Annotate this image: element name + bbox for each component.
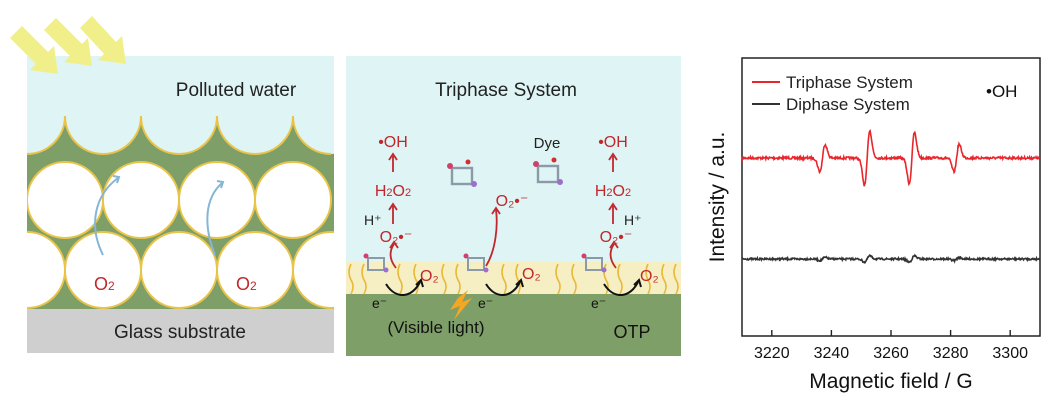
- otp-label: OTP: [613, 322, 650, 342]
- bubble: [292, 231, 340, 309]
- oh-annotation: •OH: [986, 82, 1017, 101]
- dye-label: Dye: [534, 135, 561, 152]
- bubble: [26, 161, 104, 239]
- adsorbed-dye-molecule-icon: [363, 253, 607, 273]
- o2-label-1: O₂: [420, 268, 439, 285]
- x-tick-label: 3220: [754, 345, 790, 362]
- otp-substrate: [346, 294, 681, 356]
- x-axis-label: Magnetic field / G: [809, 370, 972, 393]
- o2-label-3: O₂: [640, 268, 659, 285]
- dye-molecule-icon: [447, 157, 563, 187]
- x-tick-label: 3300: [992, 345, 1028, 362]
- bubble: [64, 231, 142, 309]
- panel-bubble-substrate: Polluted water O2 O2 Glass substrate: [0, 16, 340, 353]
- electron-transfer-arrows: [385, 278, 642, 296]
- triphase-title: Triphase System: [435, 80, 577, 101]
- o2-label-left: O2: [94, 274, 115, 294]
- series-line-diphase: [741, 253, 1041, 264]
- series-layer: [741, 128, 1041, 264]
- bubble: [102, 161, 180, 239]
- h2o2-right: H2O2: [595, 183, 631, 200]
- o2-label-right: O2: [236, 274, 257, 294]
- bubble: [254, 161, 332, 239]
- series-line-triphase: [741, 128, 1041, 187]
- superoxide-middle: O₂•⁻: [496, 193, 529, 210]
- polluted-water-label: Polluted water: [176, 80, 297, 101]
- bubble: [140, 231, 218, 309]
- x-tick-label: 3280: [933, 345, 969, 362]
- x-tick-label: 3240: [814, 345, 850, 362]
- electron-label-3: e⁻: [591, 295, 606, 311]
- o2-label-2: O₂: [522, 266, 541, 283]
- gas-flow-arrows: [94, 175, 225, 256]
- hplus-left: H⁺: [364, 212, 382, 228]
- electron-label-2: e⁻: [478, 295, 493, 311]
- sunlight-icon: [10, 16, 126, 74]
- visible-light-label: (Visible light): [387, 318, 484, 337]
- epr-spectrum-chart: 3220 3240 3260 3280 3300 Triphase System Dip…: [706, 57, 1041, 393]
- panel-triphase-system: Triphase System Dye •OH H2O2 H⁺ O₂•⁻ O₂•…: [346, 56, 681, 356]
- lightning-icon: [450, 290, 472, 320]
- x-axis-ticks: 3220 3240 3260 3280 3300: [754, 330, 1028, 362]
- glass-substrate: [27, 309, 334, 353]
- hydroxyl-radical-left: •OH: [378, 134, 408, 151]
- hydroxyl-radical-right: •OH: [598, 134, 628, 151]
- superoxide-right: O₂•⁻: [600, 229, 633, 246]
- superoxide-left: O₂•⁻: [380, 229, 413, 246]
- x-tick-label: 3260: [873, 345, 909, 362]
- film-scallop-top: [0, 78, 340, 154]
- interface-layer: [346, 262, 681, 294]
- reaction-arrows: [388, 152, 619, 269]
- electron-label-1: e⁻: [372, 295, 387, 311]
- bubbles: [0, 161, 340, 309]
- hplus-right: H⁺: [624, 212, 642, 228]
- water-area: [346, 56, 681, 262]
- legend-label-triphase: Triphase System: [786, 73, 913, 92]
- bubble: [178, 161, 256, 239]
- legend-label-diphase: Diphase System: [786, 95, 910, 114]
- bubble: [216, 231, 294, 309]
- y-axis-label: Intensity / a.u.: [706, 132, 729, 263]
- h2o2-left: H2O2: [375, 183, 411, 200]
- glass-substrate-label: Glass substrate: [114, 322, 246, 343]
